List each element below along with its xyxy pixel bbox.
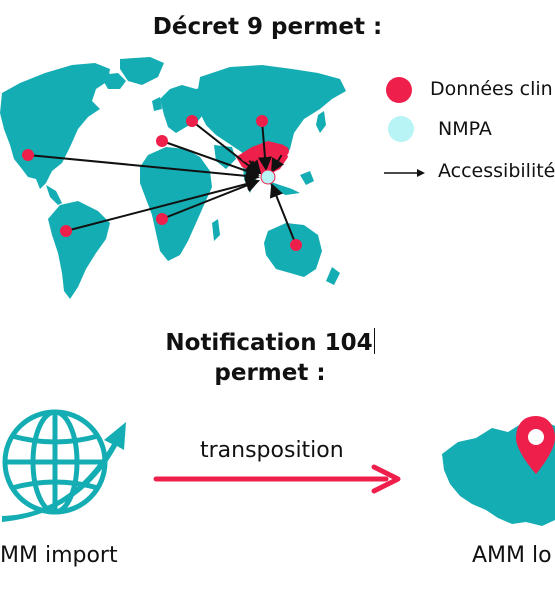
- transposition-arrow: [153, 464, 401, 494]
- legend-nmpa-label: NMPA: [438, 118, 492, 140]
- top-title: Décret 9 permet :: [152, 14, 383, 40]
- nmpa-legend-icon: [388, 116, 414, 142]
- china-map-icon: [442, 416, 555, 526]
- transposition-label: transposition: [200, 438, 344, 463]
- middle-title: Notification 104 permet :: [150, 328, 390, 388]
- world-map-icon: [0, 57, 346, 299]
- world-map: [0, 55, 355, 305]
- left-flow-label: MM import: [0, 543, 118, 568]
- accessibility-arrows: [27, 120, 297, 246]
- right-flow-label: AMM lo: [472, 543, 552, 568]
- nmpa-point: [260, 169, 276, 185]
- globe-icon: [2, 409, 126, 522]
- text-cursor: [373, 328, 375, 354]
- middle-title-line2: permet :: [214, 360, 326, 386]
- arrow-legend-icon: [384, 169, 425, 177]
- clinical-data-points: [22, 115, 302, 251]
- middle-title-line1: Notification 104: [165, 330, 373, 356]
- legend-clinical-data-label: Données clin: [430, 78, 553, 100]
- legend-accessibility-label: Accessibilité: [438, 160, 555, 182]
- clinical-data-legend-icon: [386, 77, 412, 103]
- location-pin-icon: [516, 416, 555, 474]
